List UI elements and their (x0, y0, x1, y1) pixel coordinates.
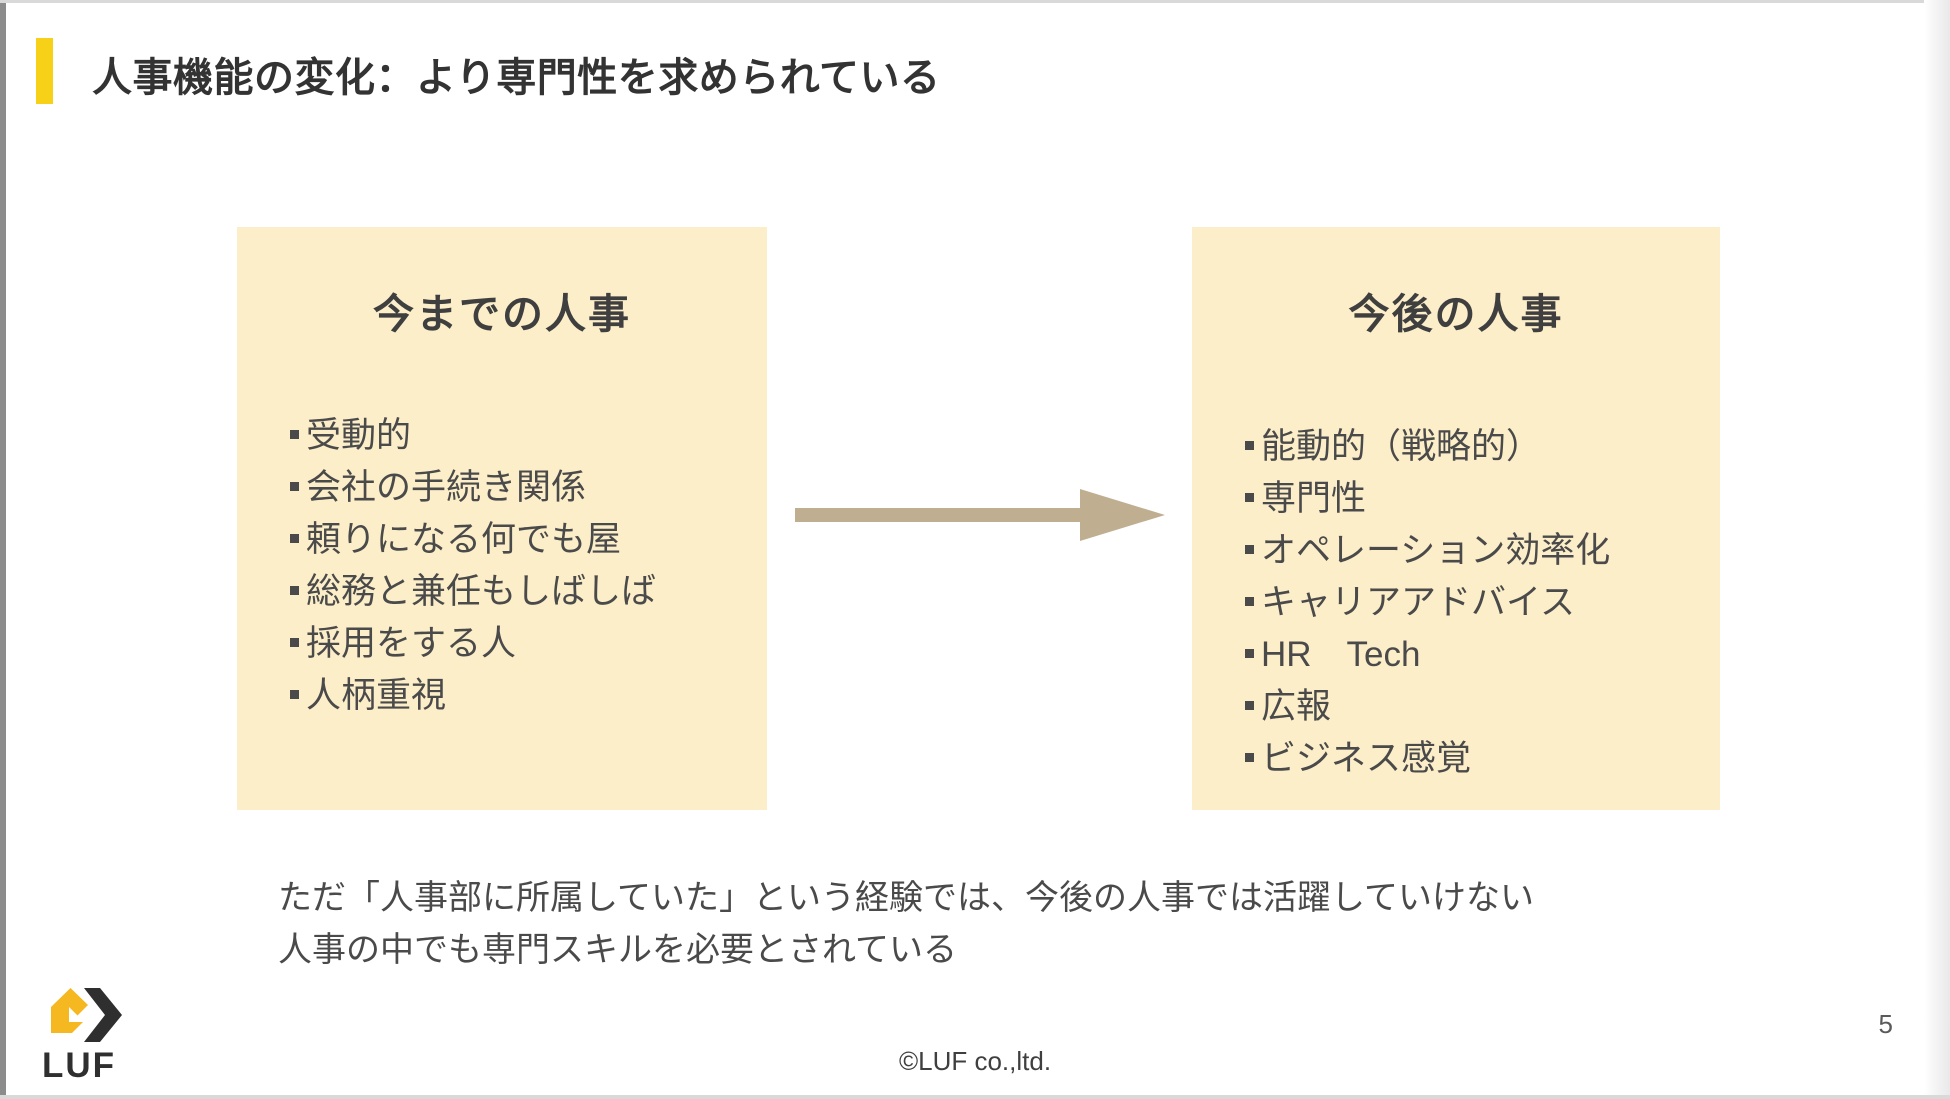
bullet-list-future: 能動的（戦略的） 専門性 オペレーション効率化 キャリアアドバイス HR Tec… (1245, 421, 1610, 785)
luf-logo-mark-icon (42, 986, 122, 1044)
bullet-square-icon (290, 586, 299, 595)
slide-bottom-border (0, 1095, 1950, 1099)
list-item: オペレーション効率化 (1245, 525, 1610, 577)
list-item: HR Tech (1245, 629, 1610, 681)
slide-right-border (1924, 0, 1950, 1099)
bullet-square-icon (1245, 493, 1254, 502)
list-item-label: オペレーション効率化 (1261, 531, 1611, 570)
caption-block: ただ「人事部に所属していた」という経験では、今後の人事では活躍していけない 人事… (278, 872, 1534, 976)
bullet-square-icon (290, 482, 299, 491)
list-item: 採用をする人 (290, 618, 656, 670)
list-item: 人柄重視 (290, 670, 656, 722)
list-item: 能動的（戦略的） (1245, 421, 1610, 473)
luf-logo: LUF (36, 986, 168, 1086)
list-item-label: 総務と兼任もしばしば (306, 572, 657, 611)
list-item: 受動的 (290, 410, 656, 462)
bullet-square-icon (290, 430, 299, 439)
list-item: 専門性 (1245, 473, 1610, 525)
list-item-label: HR Tech (1261, 635, 1421, 674)
bullet-square-icon (1245, 701, 1254, 710)
copyright-text: ©LUF co.,ltd. (898, 1046, 1052, 1076)
bullet-square-icon (1245, 753, 1254, 762)
list-item-label: 人柄重視 (306, 676, 447, 715)
transition-arrow-icon (795, 487, 1165, 543)
bullet-square-icon (1245, 649, 1254, 658)
list-item-label: 採用をする人 (306, 624, 517, 663)
slide-top-border (0, 0, 1950, 3)
list-item-label: 会社の手続き関係 (306, 468, 587, 507)
bullet-square-icon (290, 638, 299, 647)
bullet-square-icon (290, 690, 299, 699)
bullet-list-past: 受動的 会社の手続き関係 頼りになる何でも屋 総務と兼任もしばしば 採用をする人… (290, 410, 656, 722)
bullet-square-icon (290, 534, 299, 543)
list-item: ビジネス感覚 (1245, 733, 1610, 785)
list-item: 会社の手続き関係 (290, 462, 656, 514)
page-title: 人事機能の変化：より専門性を求められている (92, 56, 941, 100)
list-item-label: 能動的（戦略的） (1261, 427, 1542, 466)
list-item: 頼りになる何でも屋 (290, 514, 656, 566)
panel-past-hr: 今までの人事 受動的 会社の手続き関係 頼りになる何でも屋 総務と兼任もしばしば… (237, 227, 767, 810)
list-item: 総務と兼任もしばしば (290, 566, 656, 618)
page-number: 5 (1878, 1009, 1893, 1039)
bullet-square-icon (1245, 597, 1254, 606)
caption-line-1: ただ「人事部に所属していた」という経験では、今後の人事では活躍していけない (278, 879, 1534, 917)
list-item-label: キャリアアドバイス (1261, 583, 1575, 622)
slide-left-border (0, 0, 6, 1099)
list-item-label: 頼りになる何でも屋 (306, 520, 622, 559)
list-item-label: 広報 (1261, 687, 1332, 726)
list-item-label: 専門性 (1261, 479, 1367, 518)
bullet-square-icon (1245, 441, 1254, 450)
caption-line-2: 人事の中でも専門スキルを必要とされている (278, 931, 957, 969)
list-item: 広報 (1245, 681, 1610, 733)
luf-logo-wordmark: LUF (42, 1046, 117, 1085)
panel-future-hr: 今後の人事 能動的（戦略的） 専門性 オペレーション効率化 キャリアアドバイス … (1192, 227, 1720, 810)
title-accent-bar (36, 38, 53, 104)
list-item-label: ビジネス感覚 (1261, 739, 1472, 778)
bullet-square-icon (1245, 545, 1254, 554)
list-item-label: 受動的 (306, 416, 412, 455)
list-item: キャリアアドバイス (1245, 577, 1610, 629)
panel-heading-past: 今までの人事 (373, 291, 631, 337)
panel-heading-future: 今後の人事 (1348, 291, 1564, 337)
